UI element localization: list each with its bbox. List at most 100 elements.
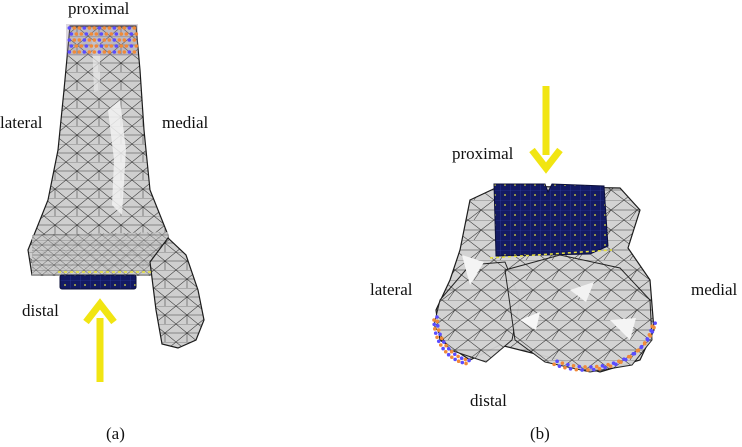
load-arrow-a bbox=[83, 298, 117, 382]
proximal-load-surface bbox=[493, 183, 609, 257]
boundary-node bbox=[653, 321, 657, 325]
boundary-node bbox=[89, 32, 94, 36]
boundary-node bbox=[77, 26, 82, 30]
boundary-node bbox=[574, 367, 579, 372]
boundary-node bbox=[580, 368, 584, 372]
boundary-node bbox=[104, 44, 109, 48]
boundary-node bbox=[583, 365, 587, 369]
boundary-node bbox=[132, 38, 137, 42]
tibia-distal-mesh bbox=[32, 232, 172, 276]
boundary-node bbox=[446, 347, 451, 351]
boundary-node bbox=[82, 50, 87, 54]
boundary-node bbox=[438, 332, 442, 337]
boundary-node bbox=[453, 357, 457, 362]
boundary-node bbox=[72, 50, 77, 54]
boundary-node bbox=[626, 354, 631, 359]
boundary-node bbox=[69, 44, 74, 48]
boundary-node bbox=[99, 44, 104, 48]
boundary-node bbox=[92, 50, 97, 54]
boundary-node bbox=[456, 354, 460, 359]
boundary-node bbox=[600, 364, 605, 368]
panel-a-proximal-label: proximal bbox=[68, 0, 130, 18]
boundary-node bbox=[463, 357, 468, 362]
boundary-node bbox=[94, 44, 99, 48]
panel-a-medial-label: medial bbox=[162, 113, 209, 132]
boundary-node bbox=[622, 357, 626, 361]
panel-a-distal-label: distal bbox=[22, 301, 59, 320]
boundary-node bbox=[94, 32, 99, 36]
boundary-node bbox=[443, 350, 448, 354]
boundary-node bbox=[122, 26, 127, 30]
boundary-node bbox=[124, 44, 129, 48]
boundary-node bbox=[635, 348, 640, 353]
boundary-node bbox=[72, 26, 77, 30]
boundary-node bbox=[594, 364, 599, 369]
boundary-node bbox=[119, 44, 124, 48]
boundary-node bbox=[560, 361, 565, 365]
boundary-node bbox=[87, 26, 92, 30]
boundary-node bbox=[439, 336, 444, 341]
boundary-node bbox=[129, 44, 134, 48]
boundary-node bbox=[129, 32, 134, 36]
boundary-node bbox=[642, 341, 647, 346]
boundary-node bbox=[122, 50, 127, 54]
boundary-node bbox=[107, 50, 112, 54]
boundary-node bbox=[589, 365, 593, 369]
boundary-node bbox=[97, 38, 102, 42]
panel-b-caption: (b) bbox=[530, 424, 550, 443]
boundary-node bbox=[432, 327, 437, 331]
boundary-node bbox=[433, 331, 438, 335]
boundary-node bbox=[82, 26, 87, 30]
boundary-node bbox=[563, 365, 567, 370]
boundary-node bbox=[449, 349, 454, 354]
boundary-node bbox=[568, 367, 573, 371]
boundary-node bbox=[109, 32, 114, 36]
boundary-node bbox=[552, 362, 556, 367]
boundary-node bbox=[648, 334, 653, 338]
boundary-node bbox=[112, 38, 117, 42]
boundary-node bbox=[79, 44, 84, 48]
boundary-node bbox=[114, 44, 119, 48]
boundary-node bbox=[117, 38, 122, 42]
boundary-node bbox=[89, 44, 94, 48]
boundary-node bbox=[92, 38, 97, 42]
boundary-node bbox=[134, 44, 139, 48]
panel-b-proximal-label: proximal bbox=[452, 144, 514, 163]
boundary-node bbox=[79, 32, 84, 36]
boundary-node bbox=[441, 340, 446, 344]
boundary-node bbox=[449, 355, 454, 360]
panel-a-bone bbox=[27, 24, 205, 349]
panel-b-lateral-label: lateral bbox=[370, 280, 413, 299]
boundary-node bbox=[591, 367, 596, 372]
boundary-node bbox=[82, 38, 87, 42]
boundary-node bbox=[69, 32, 74, 36]
boundary-node bbox=[77, 50, 82, 54]
boundary-node bbox=[127, 38, 132, 42]
boundary-node bbox=[441, 346, 445, 351]
boundary-node bbox=[436, 328, 441, 332]
boundary-node bbox=[459, 356, 464, 360]
distal-load-surface bbox=[58, 271, 152, 290]
boundary-node bbox=[456, 359, 461, 363]
boundary-node bbox=[566, 362, 570, 367]
boundary-node bbox=[109, 44, 114, 48]
boundary-node bbox=[460, 360, 465, 365]
medial-condyle bbox=[504, 254, 653, 373]
boundary-node bbox=[117, 26, 122, 30]
boundary-node bbox=[67, 38, 72, 42]
boundary-node bbox=[87, 38, 92, 42]
boundary-node bbox=[464, 361, 468, 366]
boundary-node bbox=[432, 322, 436, 327]
boundary-node bbox=[112, 26, 117, 30]
panel-b-bone bbox=[433, 183, 655, 373]
boundary-node bbox=[127, 26, 132, 30]
boundary-node bbox=[74, 32, 79, 36]
boundary-node bbox=[586, 368, 590, 372]
boundary-node bbox=[67, 50, 72, 54]
boundary-node bbox=[132, 50, 137, 54]
boundary-node bbox=[112, 50, 117, 54]
boundary-node bbox=[438, 343, 443, 347]
boundary-node bbox=[557, 364, 562, 368]
boundary-node bbox=[577, 364, 582, 369]
boundary-node bbox=[77, 38, 82, 42]
